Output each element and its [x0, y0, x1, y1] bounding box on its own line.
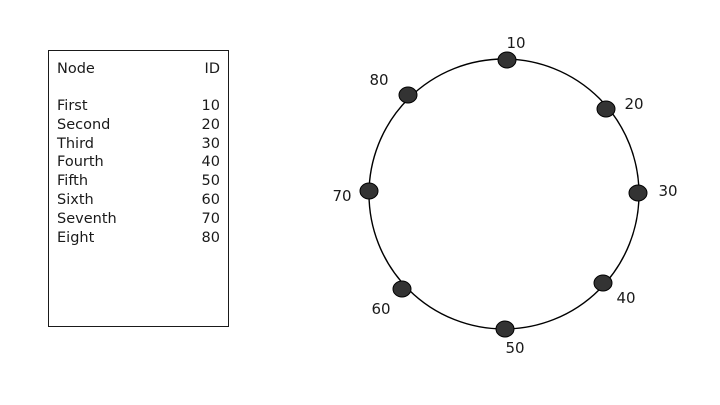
ring-labels: 10 20 30 40 50 60 70 80 — [332, 34, 677, 357]
row-node-name: Fifth — [57, 173, 89, 190]
header-node: Node — [57, 61, 95, 77]
ring-node-label: 20 — [624, 95, 643, 113]
row-node-name: Sixth — [57, 191, 94, 208]
row-node-id: 50 — [201, 173, 220, 190]
ring-node-40 — [593, 274, 613, 292]
row-node-id: 20 — [201, 116, 220, 133]
table-row: First 10 — [57, 97, 220, 116]
table-row: Eight 80 — [57, 229, 220, 248]
ring-node-70 — [359, 182, 379, 200]
row-node-name: First — [57, 98, 88, 114]
ring-node-label: 60 — [371, 300, 390, 318]
row-node-name: Fourth — [57, 154, 104, 171]
ring-node-80 — [398, 86, 418, 104]
row-node-id: 10 — [201, 98, 220, 114]
ring-node-10 — [497, 51, 517, 69]
ring-node-label: 30 — [658, 182, 677, 200]
row-node-id: 60 — [201, 191, 220, 208]
table-header: Node ID — [57, 60, 220, 78]
table-body: First 10 Second 20 Third 30 Fourth 40 Fifth 5… — [57, 97, 220, 247]
table-row: Seventh 70 — [57, 210, 220, 229]
ring-nodes — [359, 51, 648, 338]
table-row: Sixth 60 — [57, 191, 220, 210]
row-node-name: Seventh — [57, 210, 117, 227]
ring-node-50 — [495, 320, 515, 338]
row-node-name: Eight — [57, 229, 95, 246]
table-row: Third 30 — [57, 135, 220, 154]
row-node-id: 80 — [201, 229, 220, 246]
ring-node-30 — [628, 184, 648, 202]
table-row: Fifth 50 — [57, 172, 220, 191]
row-node-id: 40 — [201, 154, 220, 171]
ring-node-label: 80 — [369, 71, 388, 89]
ring-node-label: 40 — [616, 289, 635, 307]
row-node-id: 70 — [201, 210, 220, 227]
ring-node-label: 10 — [506, 34, 525, 52]
table-row: Fourth 40 — [57, 153, 220, 172]
ring-node-20 — [596, 100, 616, 118]
ring-node-label: 50 — [505, 339, 524, 357]
row-node-name: Third — [57, 135, 94, 152]
header-id: ID — [204, 61, 220, 77]
table-row: Second 20 — [57, 116, 220, 135]
node-id-table: Node ID First 10 Second 20 Third 30 Fourth 4… — [48, 50, 229, 327]
ring-node-60 — [392, 280, 412, 298]
row-node-name: Second — [57, 116, 111, 133]
row-node-id: 30 — [201, 135, 220, 152]
ring-node-label: 70 — [332, 187, 351, 205]
